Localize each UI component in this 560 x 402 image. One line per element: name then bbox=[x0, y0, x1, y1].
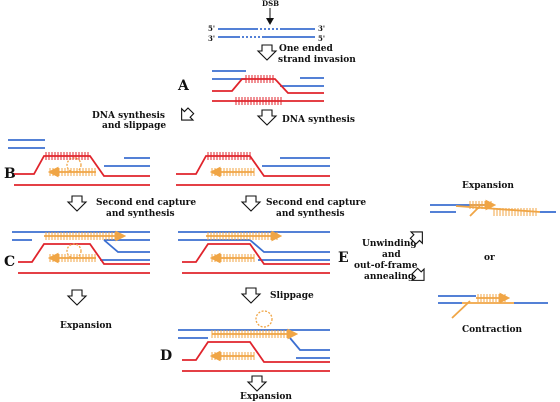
step-dna-synthesis-slippage-2: and slippage bbox=[102, 121, 166, 131]
step-or: or bbox=[484, 253, 495, 263]
arrow-d-to-expansion bbox=[246, 375, 268, 392]
dsb-top: DSB 5' 3' 3' 5' bbox=[208, 0, 325, 43]
outcome-expansion-c: Expansion bbox=[60, 321, 112, 331]
dsb-arrowhead bbox=[266, 18, 274, 25]
step-dna-synthesis: DNA synthesis bbox=[282, 115, 355, 125]
panel-b-left-structure bbox=[8, 139, 150, 186]
arrow-b-to-c-right bbox=[240, 195, 262, 212]
step-unwinding-3: out-of-frame bbox=[354, 261, 418, 271]
step-second-end-capture-left-2: and synthesis bbox=[106, 209, 175, 219]
arrow-e-down bbox=[411, 267, 425, 281]
five-prime-bottom-label: 5' bbox=[318, 34, 325, 43]
outcome-expansion-d: Expansion bbox=[240, 392, 292, 402]
panel-c-left-structure bbox=[12, 230, 150, 274]
arrow-a-to-b-down bbox=[256, 109, 278, 126]
panel-a-structure bbox=[212, 70, 324, 102]
five-prime-top-label: 5' bbox=[208, 24, 215, 33]
step-second-end-capture-left-1: Second end capture bbox=[96, 198, 196, 208]
arrow-top-to-a bbox=[256, 44, 278, 61]
outcome-contraction-e: Contraction bbox=[462, 325, 522, 335]
panel-label-b: B bbox=[4, 166, 16, 182]
step-unwinding-2: and bbox=[382, 250, 401, 260]
panel-label-d: D bbox=[160, 348, 172, 364]
three-prime-bottom-label: 3' bbox=[208, 34, 215, 43]
arrow-c-to-expansion bbox=[66, 289, 88, 306]
arrow-a-to-b-diagonal bbox=[181, 107, 195, 121]
step-one-ended-invasion-1: One ended bbox=[279, 44, 334, 54]
panel-label-e: E bbox=[338, 250, 349, 266]
panel-b-right-structure bbox=[176, 155, 330, 186]
arrow-c-to-d bbox=[240, 287, 262, 304]
panel-label-a: A bbox=[177, 78, 190, 94]
step-unwinding-4: annealing bbox=[364, 272, 415, 282]
step-slippage: Slippage bbox=[270, 291, 314, 301]
step-dna-synthesis-slippage-1: DNA synthesis bbox=[92, 111, 165, 121]
step-unwinding-1: Unwinding bbox=[362, 239, 417, 249]
step-second-end-capture-right-2: and synthesis bbox=[276, 209, 345, 219]
dsb-label: DSB bbox=[262, 0, 279, 8]
three-prime-top-label: 3' bbox=[318, 24, 325, 33]
panel-d-structure bbox=[178, 310, 330, 372]
step-one-ended-invasion-2: strand invasion bbox=[278, 55, 356, 65]
arrow-e-up bbox=[409, 231, 423, 245]
panel-c-right-structure bbox=[178, 230, 330, 274]
panel-label-c: C bbox=[4, 254, 15, 270]
step-second-end-capture-right-1: Second end capture bbox=[266, 198, 366, 208]
outcome-expansion-e: Expansion bbox=[462, 181, 514, 191]
panel-e-expansion-structure bbox=[430, 199, 556, 217]
arrow-b-to-c-left bbox=[66, 195, 88, 212]
